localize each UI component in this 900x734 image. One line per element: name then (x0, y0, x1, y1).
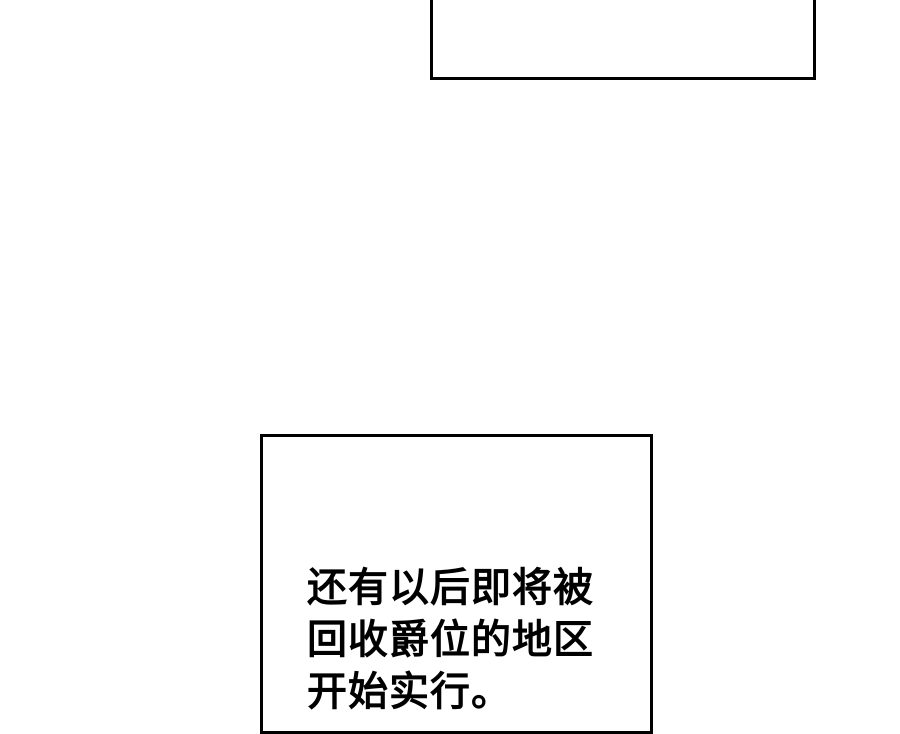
comic-panel-top (430, 0, 816, 80)
comic-panel-bottom (260, 434, 653, 734)
caption-line-2: 回收爵位的地区 (307, 617, 594, 663)
caption-line-3: 开始实行。 (307, 669, 512, 715)
caption-line-1: 还有以后即将被 (307, 565, 594, 611)
caption-text: 还有以后即将被 回收爵位的地区 开始实行。 (307, 562, 607, 718)
